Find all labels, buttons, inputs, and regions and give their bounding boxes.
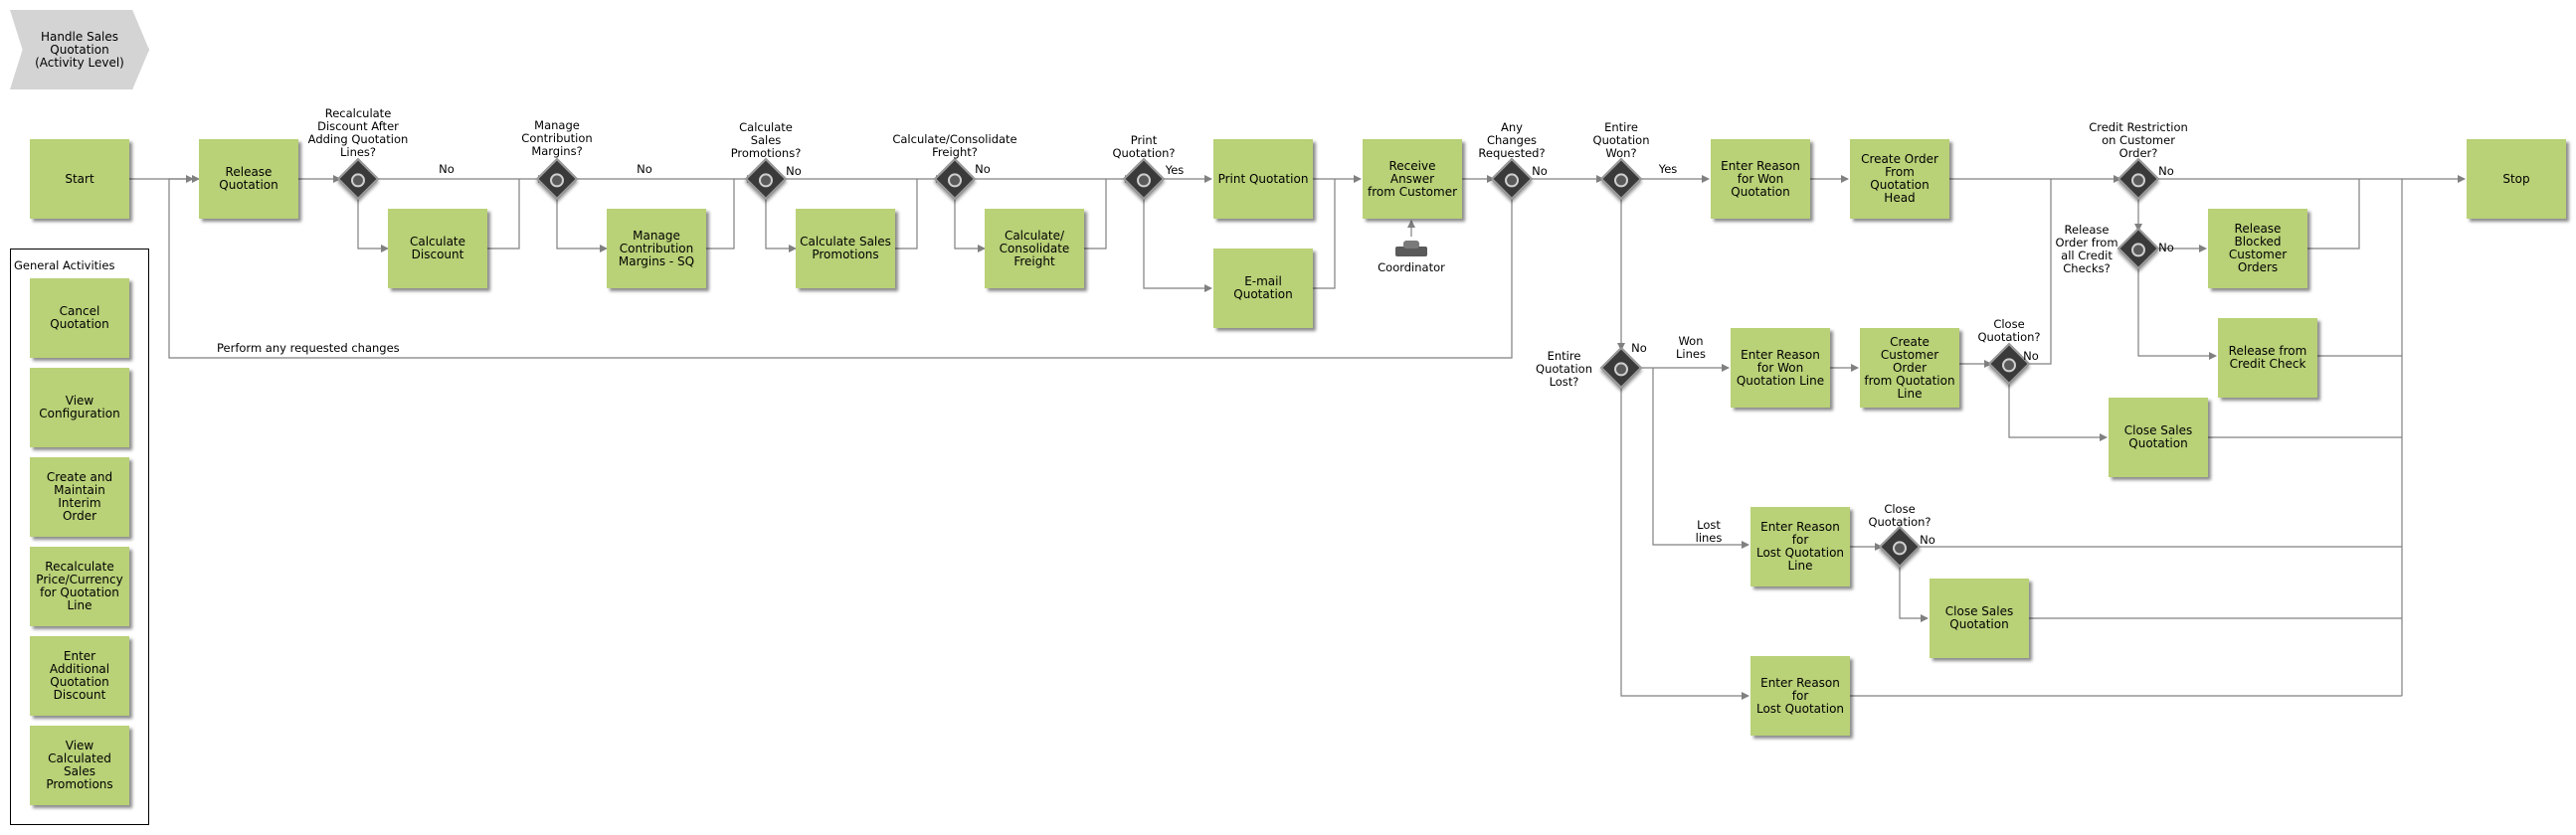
activity-start[interactable]: Start xyxy=(30,139,129,219)
edge-label-gw5-yes: Yes xyxy=(1165,163,1185,177)
label-recalc-discount: Recalculate Discount After Adding Quotat… xyxy=(307,106,409,159)
activity-calculate-discount[interactable]: Calculate Discount xyxy=(388,209,487,288)
edge-label-gw2-no: No xyxy=(637,162,652,176)
activity-create-order-line[interactable]: Create Customer Order from Quotation Lin… xyxy=(1860,328,1959,408)
activity-enter-reason-won-line[interactable]: Enter Reason for Won Quotation Line xyxy=(1731,328,1830,408)
edge-label-gw11-no: No xyxy=(2023,349,2039,363)
edge-label-gw4-no: No xyxy=(975,162,991,176)
edge-label-gw3-no: No xyxy=(786,164,802,178)
label-close-quotation-1: Close Quotation? xyxy=(1977,317,2041,344)
label-close-quotation-2: Close Quotation? xyxy=(1868,502,1932,529)
label-calc-freight: Calculate/Consolidate Freight? xyxy=(892,132,1017,159)
edge-label-requested-changes: Perform any requested changes xyxy=(217,341,400,355)
edge-gw11-no xyxy=(2027,179,2052,365)
activity-calculate-freight[interactable]: Calculate/ Consolidate Freight xyxy=(985,209,1084,288)
activity-stop[interactable]: Stop xyxy=(2467,139,2566,219)
edge-freight-join xyxy=(1084,179,1107,250)
label-calc-promotions: Calculate Sales Promotions? xyxy=(730,120,802,160)
general-activities-title: General Activities xyxy=(14,258,115,272)
activity-recalculate-price[interactable]: Recalculate Price/Currency for Quotation… xyxy=(30,547,129,626)
label-print-quotation: Print Quotation? xyxy=(1112,133,1176,160)
activity-cancel-quotation[interactable]: Cancel Quotation xyxy=(30,278,129,358)
edge-gw6-loop xyxy=(168,175,1513,359)
edge-gw11-close xyxy=(2008,382,2108,441)
label-release-all-credit: Release Order from all Credit Checks? xyxy=(2055,223,2118,275)
edge-gw9-credit xyxy=(2137,266,2217,360)
edge-gw4-freight xyxy=(954,197,986,252)
activity-release-credit[interactable]: Release from Credit Check xyxy=(2218,318,2317,398)
edge-gw12-close xyxy=(1899,565,1929,622)
edge-label-gw8-no: No xyxy=(2158,164,2174,178)
label-manage-margins: Manage Contribution Margins? xyxy=(521,118,593,158)
edge-email-join xyxy=(1313,179,1336,289)
edge-gw1-discount xyxy=(357,197,389,252)
activity-release-blocked[interactable]: Release Blocked Customer Orders xyxy=(2208,209,2307,288)
activity-manage-margins[interactable]: Manage Contribution Margins - SQ xyxy=(607,209,706,288)
label-any-changes: Any Changes Requested? xyxy=(1478,120,1546,160)
coordinator-role-icon xyxy=(1395,241,1427,256)
label-entire-lost: Entire Quotation Lost? xyxy=(1536,349,1592,389)
edge-gw10-lost xyxy=(1620,386,1749,700)
edge-label-gw1-no: No xyxy=(439,162,455,176)
edge-label-gw7-yes: Yes xyxy=(1658,162,1678,176)
activity-create-interim-order[interactable]: Create and Maintain Interim Order xyxy=(30,457,129,537)
activity-enter-reason-lost[interactable]: Enter Reason for Lost Quotation xyxy=(1750,656,1850,736)
edge-gw10-lostlines xyxy=(1652,368,1749,549)
process-title: Handle Sales Quotation (Activity Level) xyxy=(10,10,149,89)
edge-label-gw9-no: No xyxy=(2158,241,2174,254)
label-credit-restriction: Credit Restriction on Customer Order? xyxy=(2089,120,2188,160)
activity-additional-discount[interactable]: Enter Additional Quotation Discount xyxy=(30,636,129,716)
activity-email-quotation[interactable]: E-mail Quotation xyxy=(1213,249,1313,328)
edge-gw3-promo xyxy=(765,197,797,252)
edge-label-gw7-no: No xyxy=(1631,341,1647,355)
edge-label-lost-lines: Lost lines xyxy=(1695,518,1723,545)
activity-calculate-promotions[interactable]: Calculate Sales Promotions xyxy=(796,209,895,288)
edge-discount-join xyxy=(487,179,520,250)
activity-close-sales-quotation-1[interactable]: Close Sales Quotation xyxy=(2109,398,2208,477)
activity-view-configuration[interactable]: View Configuration xyxy=(30,368,129,447)
edge-promo-join xyxy=(895,179,918,250)
activity-view-promotions[interactable]: View Calculated Sales Promotions xyxy=(30,726,129,805)
edge-margins-join xyxy=(706,179,735,250)
edge-label-gw6-no: No xyxy=(1532,164,1548,178)
role-label-coordinator: Coordinator xyxy=(1378,260,1445,274)
activity-release-quotation[interactable]: Release Quotation xyxy=(199,139,298,219)
edge-blocked-join xyxy=(2307,179,2360,250)
activity-enter-reason-won[interactable]: Enter Reason for Won Quotation xyxy=(1711,139,1810,219)
activity-enter-reason-lost-line[interactable]: Enter Reason for Lost Quotation Line xyxy=(1750,507,1850,586)
activity-receive-answer[interactable]: Receive Answer from Customer xyxy=(1363,139,1462,219)
edge-label-won-lines: Won Lines xyxy=(1676,334,1706,361)
activity-create-order-head[interactable]: Create Order From Quotation Head xyxy=(1850,139,1949,219)
edge-gw5-email xyxy=(1143,197,1212,292)
activity-print-quotation[interactable]: Print Quotation xyxy=(1213,139,1313,219)
edge-gw2-margins xyxy=(556,197,608,252)
activity-close-sales-quotation-2[interactable]: Close Sales Quotation xyxy=(1930,579,2029,658)
label-entire-won: Entire Quotation Won? xyxy=(1592,120,1650,160)
general-activities-frame xyxy=(10,249,149,825)
edge-label-gw12-no: No xyxy=(1920,533,1935,547)
